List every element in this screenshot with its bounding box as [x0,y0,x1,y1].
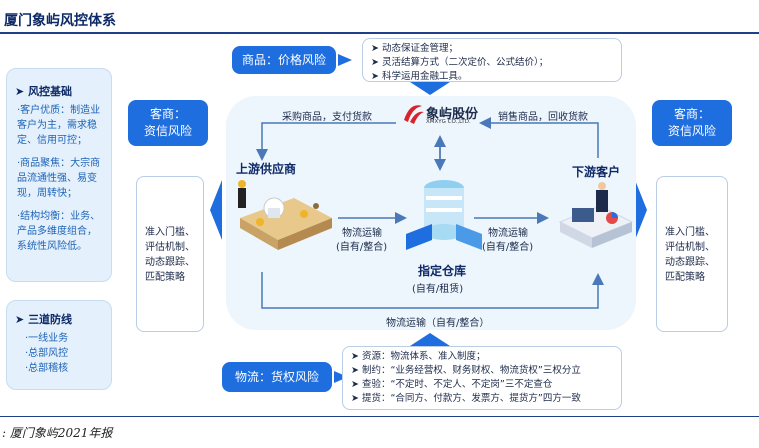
logistics-measures-list: ➤ 资源：物流体系、准入制度； ➤ 制约：“业务经营权、财务财权、物流货权”三权分… [351,350,613,406]
left-credit-measures-box: 准入门槛、评估机制、动态跟踪、匹配策略 [136,176,204,332]
defense-line-item: ·一线业务 [25,333,69,344]
credit-measure-item: 动态跟踪、 [145,257,195,268]
defense-line-item: ·总部风控 [25,348,69,359]
commodity-price-risk-box: 商品：价格风险 [232,46,336,74]
risk-foundation-item: 现，周转快； [17,188,77,199]
risk-foundation-heading: ➤ 风控基础 [15,85,73,98]
commodity-measure-item: ➤ 科学运用金融工具。 [371,71,468,82]
three-defense-heading: ➤ 三道防线 [15,313,73,326]
logistics-measure-item: ➤ 提货：“合同方、付款方、发票方、提货方”四方一致 [351,393,581,404]
commodity-measure-item: ➤ 动态保证金管理； [371,43,458,54]
source-note: : 厦门象屿2021年报 [2,426,113,440]
risk-foundation-item: ·商品聚焦：大宗商 [17,158,101,169]
downstream-customer-label: 下游客户 [572,165,621,179]
credit-measure-item: 准入门槛、 [145,227,195,238]
commodity-measure-item: ➤ 灵活结算方式（二次定价、公式结价）； [371,57,549,68]
credit-measure-item: 评估机制、 [665,242,715,253]
risk-foundation-panel: ➤ 风控基础 ·客户优质：制造业客户为主，需求稳定、信用可控； ·商品聚焦：大宗商… [6,68,112,282]
left-pointer-icon [210,180,222,240]
logistics-bottom-label: 物流运输（自有/整合） [386,318,490,329]
bottom-pointer-icon [410,333,450,346]
flow-arrows [256,117,604,309]
risk-foundation-item [17,148,100,156]
logistics-left-sub-label: (自有/整合) [336,242,388,253]
right-credit-measures-list: 准入门槛、评估机制、动态跟踪、匹配策略 [665,225,715,285]
page-title: 厦门象屿风控体系 [4,13,116,29]
logistics-left-label: 物流运输 [342,228,382,239]
company-emblem-icon [404,105,424,124]
left-credit-risk-box: 客商： 资信风险 [128,100,208,146]
risk-foundation-item: 品流通性强、易变 [17,173,97,184]
logistics-measure-item: ➤ 查验：“不定时、不定人、不定岗”三不定查仓 [351,379,553,390]
logistics-right-label: 物流运输 [488,228,528,239]
left-credit-measures-list: 准入门槛、评估机制、动态跟踪、匹配策略 [145,225,195,285]
risk-foundation-item: ·结构均衡：业务、 [17,211,101,222]
right-credit-measures-box: 准入门槛、评估机制、动态跟踪、匹配策略 [656,176,728,332]
top-pointer-icon [410,82,450,95]
credit-measure-item: 准入门槛、 [665,227,715,238]
mining-site-illustration [238,180,332,250]
credit-measure-item: 评估机制、 [145,242,195,253]
right-pointer-icon [635,180,647,240]
warehouse-illustration [406,180,482,250]
risk-foundation-list: ·客户优质：制造业客户为主，需求稳定、信用可控； ·商品聚焦：大宗商品流通性强、易… [17,103,100,254]
risk-foundation-item: 定、信用可控； [17,135,87,146]
sales-flow-label: 销售商品，回收货款 [498,112,588,123]
connector-arrow-icon [338,54,352,66]
logistics-right-sub-label: (自有/整合) [482,242,534,253]
upstream-supplier-label: 上游供应商 [236,162,297,176]
three-defense-panel: ➤ 三道防线 ·一线业务 ·总部风控 ·总部稽核 [6,300,112,390]
risk-foundation-item: ·客户优质：制造业 [17,105,101,116]
risk-foundation-item [17,201,100,209]
footer-divider [0,416,759,417]
company-name: 象屿股份 [426,107,479,122]
right-credit-risk-box: 客商： 资信风险 [652,100,732,146]
title-divider [0,32,759,34]
risk-foundation-item: 客户为主，需求稳 [17,120,97,131]
commodity-measures-box: ➤ 动态保证金管理； ➤ 灵活结算方式（二次定价、公式结价）； ➤ 科学运用金融工具… [362,38,622,82]
purchase-flow-label: 采购商品，支付货款 [282,112,372,123]
arrow-bullet-icon: ➤ [15,313,25,326]
logistics-measures-box: ➤ 资源：物流体系、准入制度； ➤ 制约：“业务经营权、财务财权、物流货权”三权分… [342,346,622,410]
warehouse-ownership-label: (自有/租赁) [412,284,464,295]
logistics-measure-item: ➤ 资源：物流体系、准入制度； [351,351,486,362]
credit-measure-item: 匹配策略 [145,272,185,283]
logistics-title-risk-box: 物流：货权风险 [222,362,332,392]
credit-measure-item: 动态跟踪、 [665,257,715,268]
risk-foundation-item: 系统性风险低。 [17,241,87,252]
connector-arrow-icon [334,371,348,383]
company-name-en: XMXYG CO.,LTD. [426,119,471,125]
three-defense-list: ·一线业务 ·总部风控 ·总部稽核 [25,331,68,376]
logistics-measure-item: ➤ 制约：“业务经营权、财务财权、物流货权”三权分立 [351,365,581,376]
office-worker-illustration [558,182,634,248]
credit-measure-item: 匹配策略 [665,272,705,283]
commodity-measures-list: ➤ 动态保证金管理； ➤ 灵活结算方式（二次定价、公式结价）； ➤ 科学运用金融工具… [371,42,613,84]
warehouse-label: 指定仓库 [418,264,467,278]
risk-foundation-item: 产品多维度组合， [17,226,97,237]
defense-line-item: ·总部稽核 [25,363,69,374]
arrow-bullet-icon: ➤ [15,85,25,98]
